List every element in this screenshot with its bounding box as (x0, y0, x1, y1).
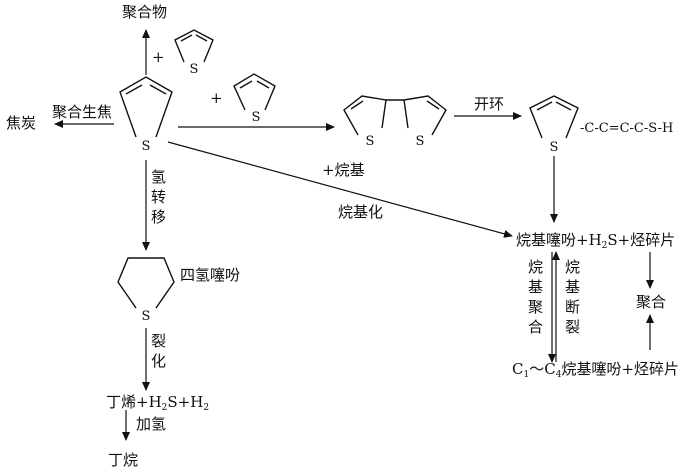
svg-text:基: 基 (565, 278, 580, 296)
h-transfer-label: 氢 转 移 (151, 168, 166, 226)
hydrogenation-label: 加氢 (136, 415, 166, 433)
svg-text:聚: 聚 (528, 298, 543, 316)
polymer-label: 聚合物 (122, 3, 167, 21)
svg-text:转: 转 (151, 188, 166, 206)
tetrahydrothiophene: S 四氢噻吩 (117, 257, 240, 324)
thiophene-small-top: S (174, 29, 214, 77)
butene-product: 丁烯+H2S+H2 (106, 393, 209, 413)
svg-text:烷: 烷 (565, 258, 580, 276)
svg-text:氢: 氢 (151, 168, 166, 186)
butane-label: 丁烷 (108, 451, 138, 469)
polymerize-label: 聚合 (636, 293, 666, 311)
alkylation-label: 烷基化 (338, 203, 383, 221)
thiophene-small-mid: S (233, 73, 276, 125)
cracking-label: 裂 化 (151, 332, 166, 370)
alkyl-break-label: 烷 基 断 裂 (565, 258, 580, 336)
svg-text:基: 基 (528, 278, 543, 296)
svg-text:化: 化 (151, 352, 166, 370)
c1-c4-product: C1～C4烷基噻吩+烃碎片 (512, 360, 679, 380)
svg-text:移: 移 (151, 208, 166, 226)
polymerize-coke-label: 聚合生焦 (52, 103, 112, 121)
thf-name: 四氢噻吩 (180, 266, 240, 284)
sulfur-atom: S (142, 139, 151, 154)
thiophene-main: S (119, 76, 173, 154)
svg-text:裂: 裂 (151, 332, 166, 350)
plus-mid: + (210, 89, 223, 107)
plus-top: + (152, 48, 165, 66)
bithiophene: S S (343, 95, 447, 149)
ring-open-label: 开环 (474, 95, 504, 113)
side-chain: -C-C=C-C-S-H (580, 121, 673, 136)
ring-opened-thiophene: S -C-C=C-C-S-H (529, 95, 673, 155)
sulfur-atom: S (142, 309, 151, 324)
sulfur-atom: S (190, 62, 199, 77)
coke-label: 焦炭 (6, 114, 36, 132)
sulfur-atom: S (366, 134, 375, 149)
plus-alkyl-label: +烷基 (322, 161, 365, 179)
svg-text:断: 断 (565, 298, 580, 316)
sulfur-atom: S (416, 134, 425, 149)
svg-text:裂: 裂 (565, 318, 580, 336)
alkyl-poly-label: 烷 基 聚 合 (528, 258, 543, 336)
svg-text:合: 合 (528, 318, 543, 336)
main-product: 烷基噻吩+H2S+烃碎片 (516, 231, 675, 251)
svg-text:烷: 烷 (528, 258, 543, 276)
sulfur-atom: S (252, 110, 261, 125)
sulfur-atom: S (550, 140, 559, 155)
arrow-alkylation (167, 141, 513, 238)
